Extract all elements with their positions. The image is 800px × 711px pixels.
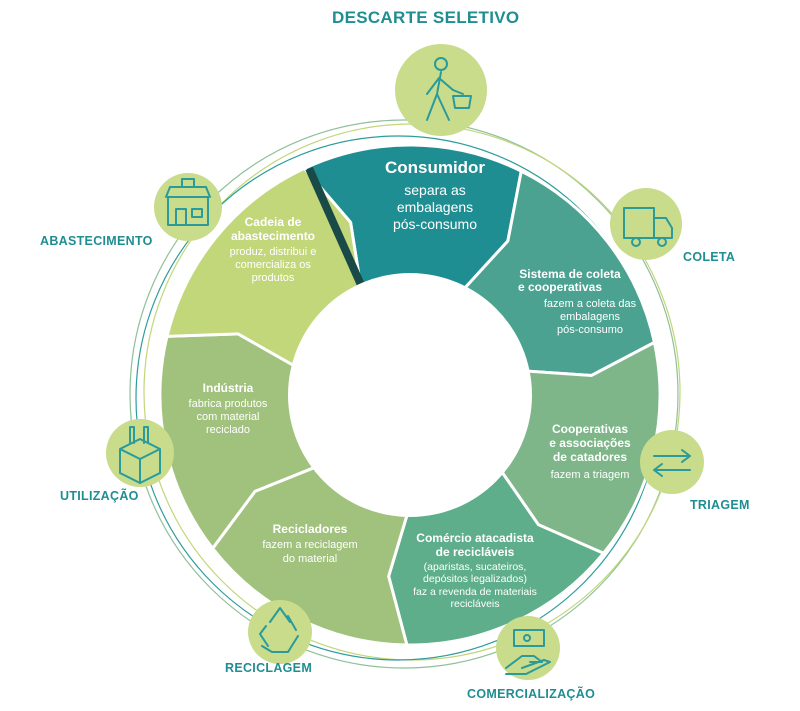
stage-abastecimento-line-1: produz, distribui e <box>229 246 317 258</box>
stage-triagem-title-3: de catadores <box>552 450 628 464</box>
stage-triagem-line-1: fazem a triagem <box>550 469 630 481</box>
label-comercializacao: COMERCIALIZAÇÃO <box>467 687 596 701</box>
stage-utilizacao-line-2: com material <box>196 411 260 423</box>
exchange-arrows-icon-shape <box>653 449 691 477</box>
box-bottles-icon-shape <box>119 426 161 484</box>
shopper-with-basket-icon-shape <box>426 57 472 121</box>
stage-coleta-title-1: Sistema de coleta <box>519 267 621 281</box>
coleta-badge <box>610 188 682 260</box>
stage-consumidor-line-2: embalagens <box>396 199 474 215</box>
label-triagem: TRIAGEM <box>690 498 750 512</box>
money-hand-icon-shape <box>505 629 551 675</box>
stage-coleta-line-2: embalagens <box>560 311 620 323</box>
stage-coleta-line-1: fazem a coleta das <box>543 298 637 310</box>
stage-reciclagem-line-1: fazem a reciclagem <box>262 539 358 551</box>
label-coleta: COLETA <box>683 250 736 264</box>
stage-comercializacao-title-1: Comércio atacadista <box>416 531 534 545</box>
stage-triagem-title-2: e associações <box>549 436 631 450</box>
box-bottles-icon <box>119 426 161 484</box>
truck-icon <box>623 207 673 247</box>
store-icon <box>165 178 211 226</box>
inner-hole <box>288 273 532 517</box>
stage-coleta-title-2: e cooperativas <box>517 280 603 294</box>
stage-comercializacao-line-2: depósitos legalizados) <box>423 573 527 585</box>
triagem-badge <box>640 430 704 494</box>
money-hand-icon <box>505 629 551 675</box>
abastecimento-badge <box>154 173 222 241</box>
stage-abastecimento-line-2: comercializa os <box>235 259 311 271</box>
stage-utilizacao-line-3: reciclado <box>205 424 251 436</box>
recycle-icon <box>259 607 299 653</box>
consumidor-badge <box>395 44 487 136</box>
badges <box>106 44 704 680</box>
stage-comercializacao-line-3: faz a revenda de materiais <box>413 586 537 598</box>
store-icon-shape <box>165 178 211 226</box>
stage-triagem-title-1: Cooperativas <box>551 422 629 436</box>
stage-abastecimento-title-2: abastecimento <box>230 229 316 243</box>
recycle-icon-shape <box>259 607 299 653</box>
segment-accent-strip <box>305 166 367 290</box>
stage-consumidor-line-1: separa as <box>404 182 466 198</box>
stage-comercializacao-line-1: (aparistas, sucateiros, <box>423 561 527 573</box>
stage-utilizacao-line-1: fabrica produtos <box>188 398 268 410</box>
stage-abastecimento-title-1: Cadeia de <box>244 215 302 229</box>
label-abastecimento: ABASTECIMENTO <box>40 234 153 248</box>
stage-consumidor-title: Consumidor <box>384 158 486 177</box>
label-utilizacao: UTILIZAÇÃO <box>60 489 139 503</box>
stage-utilizacao-title: Indústria <box>202 381 254 395</box>
exchange-arrows-icon <box>653 449 691 477</box>
stage-reciclagem-title: Recicladores <box>272 522 348 536</box>
outer-ring-1 <box>129 119 679 669</box>
comercializacao-badge <box>496 616 560 680</box>
stage-coleta-line-3: pós-consumo <box>556 324 624 336</box>
stage-reciclagem-line-2: do material <box>282 553 338 565</box>
stage-comercializacao-line-4: recicláveis <box>450 598 500 610</box>
stage-comercializacao-title-2: de recicláveis <box>435 545 515 559</box>
shopper-with-basket-icon <box>426 57 472 121</box>
label-reciclagem: RECICLAGEM <box>225 661 313 675</box>
truck-icon-shape <box>623 207 673 247</box>
utilizacao-badge <box>106 419 174 487</box>
page-title: DESCARTE SELETIVO <box>332 8 520 27</box>
stage-abastecimento-line-3: produtos <box>251 272 295 284</box>
stage-consumidor-line-3: pós-consumo <box>392 216 478 232</box>
